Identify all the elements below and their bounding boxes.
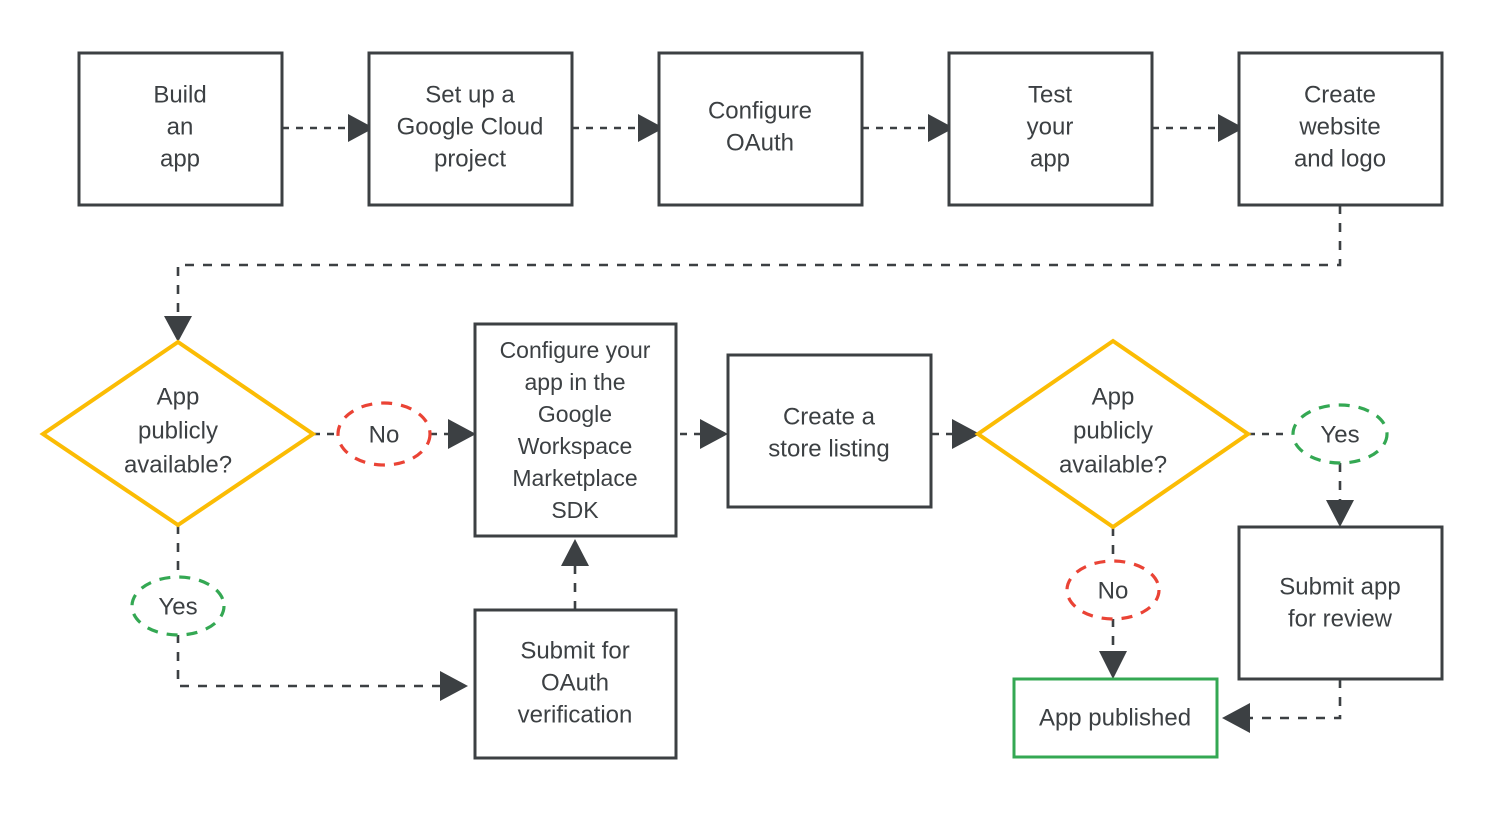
node-app-published[interactable]: App published — [1012, 677, 1219, 759]
edge-store-listing-to-decision-two — [932, 419, 980, 449]
edge-label-decision-two-no: No — [1065, 559, 1161, 621]
node-test-app-line-3: app — [1030, 145, 1070, 172]
node-decision-two[interactable]: App publicly available? — [974, 338, 1252, 530]
node-submit-oauth-line-3: verification — [518, 701, 633, 728]
node-test-app[interactable]: Test your app — [947, 51, 1154, 207]
edge-test-to-website — [1152, 114, 1244, 142]
node-decision-two-line-3: available? — [1059, 451, 1167, 478]
node-configure-sdk-line-3: Google — [538, 401, 612, 427]
node-configure-sdk-line-6: SDK — [551, 497, 599, 523]
node-build-app-line-2: an — [167, 113, 194, 140]
node-submit-review[interactable]: Submit app for review — [1237, 525, 1444, 681]
edge-no-to-sdk — [430, 419, 476, 449]
edge-project-to-oauth — [572, 114, 664, 142]
node-build-app-line-3: app — [160, 145, 200, 172]
node-configure-sdk-line-1: Configure your — [500, 337, 651, 363]
edge-label-no-two-text: No — [1098, 577, 1129, 604]
edge-label-yes-two-text: Yes — [1320, 421, 1359, 448]
edge-sdk-to-store-listing — [680, 419, 728, 449]
edge-submit-oauth-to-sdk — [561, 539, 589, 610]
edge-website-to-decision-one — [164, 205, 1342, 342]
edge-oauth-to-test — [862, 114, 954, 142]
node-configure-sdk-line-4: Workspace — [518, 433, 633, 459]
edge-label-yes-text: Yes — [158, 593, 197, 620]
edge-yes-to-submit-oauth — [176, 634, 468, 701]
node-gcp-project-line-2: Google Cloud — [397, 113, 544, 140]
edge-submit-review-to-app-published — [1222, 679, 1342, 733]
node-build-app[interactable]: Build an app — [77, 51, 284, 207]
node-submit-review-line-1: Submit app — [1279, 573, 1400, 600]
node-create-website[interactable]: Create website and logo — [1237, 51, 1444, 207]
node-decision-one-line-1: App — [157, 383, 200, 410]
node-gcp-project-line-3: project — [434, 145, 506, 172]
node-configure-oauth-line-1: Configure — [708, 97, 812, 124]
node-test-app-line-2: your — [1027, 113, 1074, 140]
node-configure-oauth-line-2: OAuth — [726, 129, 794, 156]
edge-no-to-app-published — [1099, 618, 1127, 679]
node-decision-one-line-3: available? — [124, 451, 232, 478]
edge-label-decision-one-yes: Yes — [130, 575, 226, 637]
node-create-website-line-1: Create — [1304, 81, 1376, 108]
node-submit-oauth[interactable]: Submit for OAuth verification — [473, 608, 678, 760]
node-gcp-project[interactable]: Set up a Google Cloud project — [367, 51, 574, 207]
node-create-website-line-3: and logo — [1294, 145, 1386, 172]
edge-build-to-project — [282, 114, 374, 142]
node-decision-two-line-1: App — [1092, 383, 1135, 410]
node-submit-oauth-line-2: OAuth — [541, 669, 609, 696]
node-gcp-project-line-1: Set up a — [425, 81, 515, 108]
edge-label-decision-two-yes: Yes — [1291, 403, 1389, 465]
edge-label-decision-one-no: No — [336, 401, 432, 467]
node-decision-two-line-2: publicly — [1073, 417, 1153, 444]
node-test-app-line-1: Test — [1028, 81, 1072, 108]
node-app-published-line-1: App published — [1039, 704, 1191, 731]
node-store-listing-line-1: Create a — [783, 403, 876, 430]
edge-label-no-text: No — [369, 421, 400, 448]
node-store-listing[interactable]: Create a store listing — [726, 353, 933, 509]
edge-yes-to-submit-review — [1326, 463, 1354, 527]
node-store-listing-line-2: store listing — [768, 435, 889, 462]
node-configure-oauth[interactable]: Configure OAuth — [657, 51, 864, 207]
node-create-website-line-2: website — [1298, 113, 1380, 140]
node-decision-one[interactable]: App publicly available? — [39, 339, 317, 528]
node-submit-oauth-line-1: Submit for — [520, 637, 629, 664]
node-submit-review-line-2: for review — [1288, 605, 1393, 632]
node-build-app-line-1: Build — [153, 81, 206, 108]
node-decision-one-line-2: publicly — [138, 417, 218, 444]
node-configure-sdk-line-5: Marketplace — [512, 465, 637, 491]
node-configure-sdk[interactable]: Configure your app in the Google Workspa… — [473, 322, 678, 538]
node-configure-sdk-line-2: app in the — [524, 369, 625, 395]
